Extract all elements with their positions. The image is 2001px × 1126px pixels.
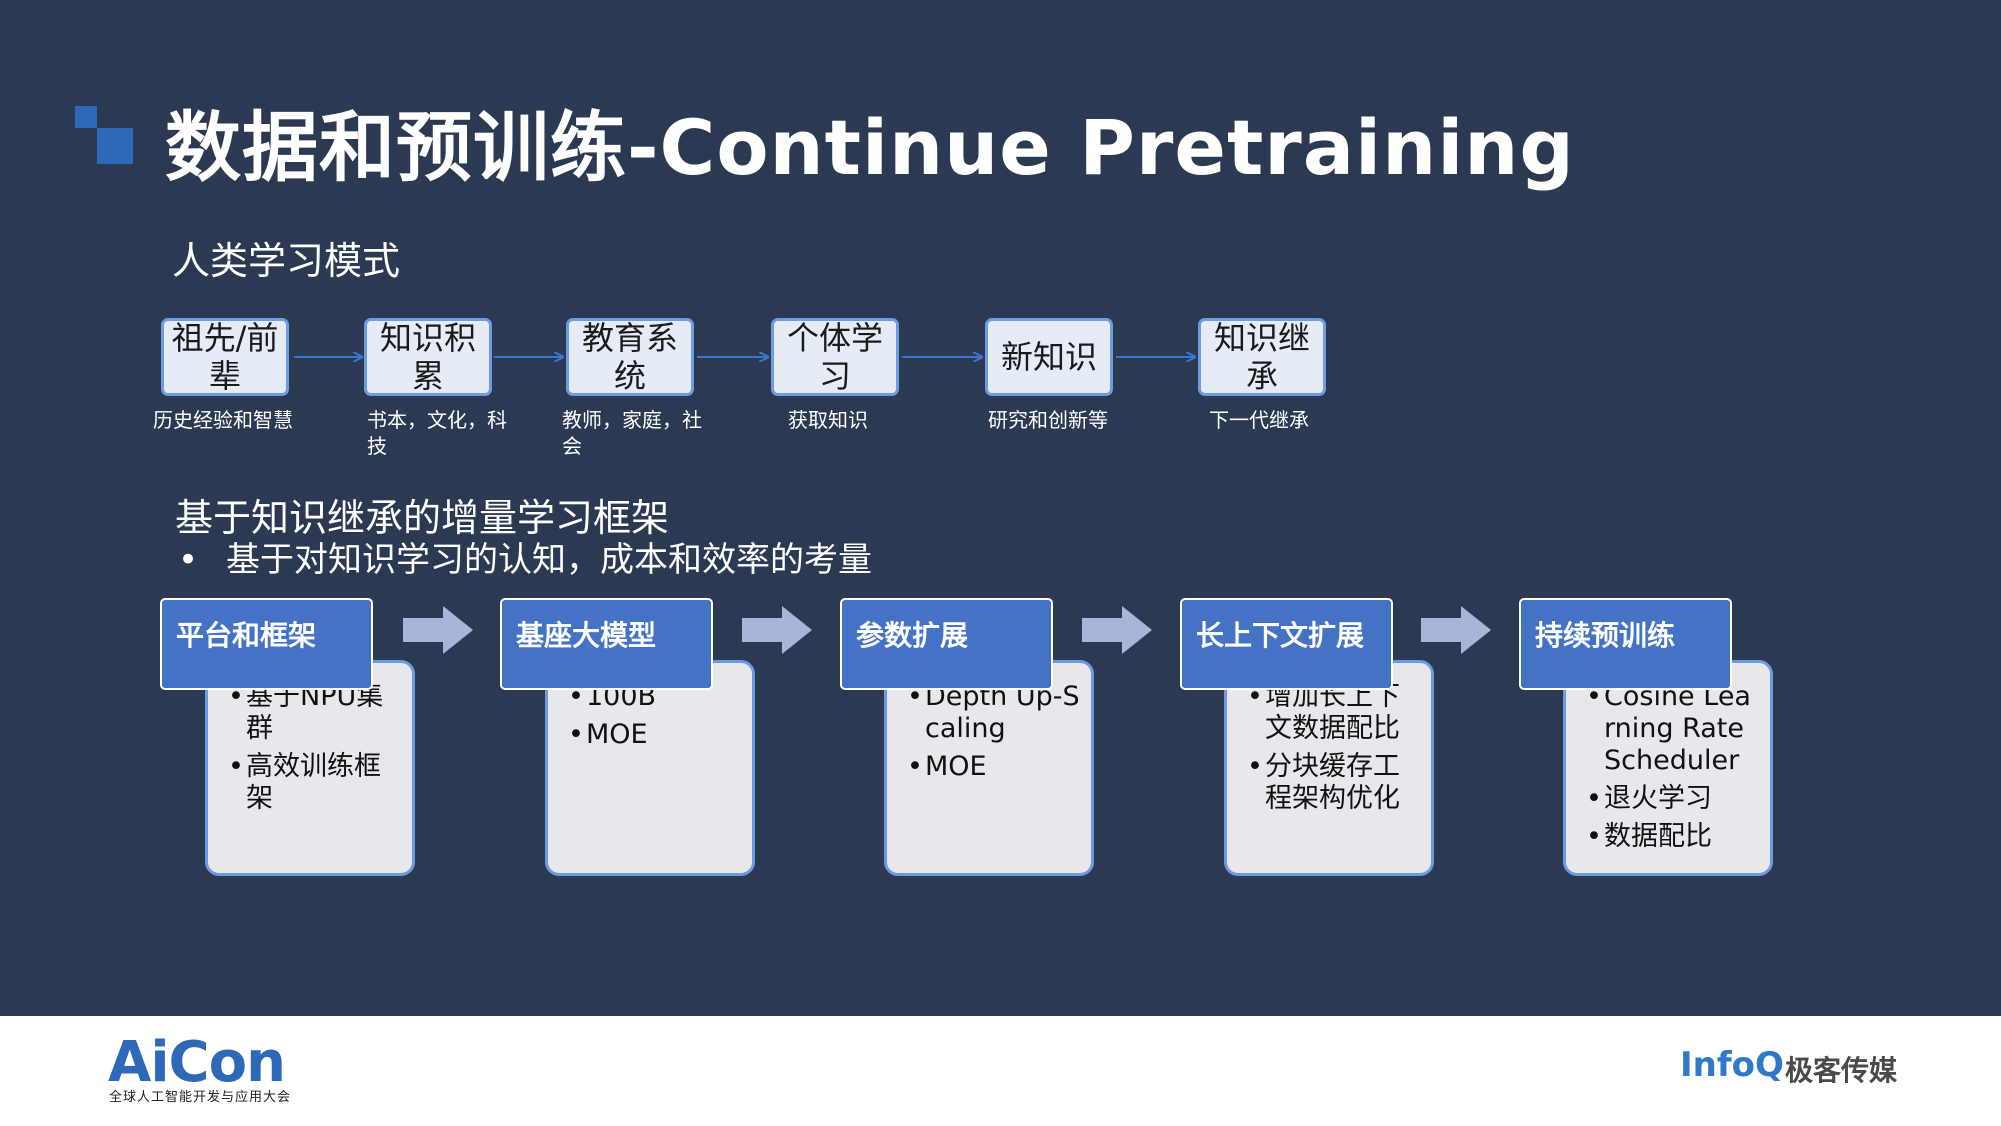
block-arrow-right-icon <box>742 606 812 654</box>
list-item: •基于NPU集群 <box>228 681 384 744</box>
block-arrow-right-icon <box>1421 606 1491 654</box>
flow-node-knowledge-accumulation: 知识积累 <box>364 318 492 396</box>
section-bullet: • 基于对知识学习的认知，成本和效率的考量 <box>178 532 872 581</box>
list-item: •Depth Up-Scaling <box>907 681 1080 744</box>
list-item: •Cosine Learning Rate Scheduler <box>1586 681 1751 776</box>
flow-node-individual-learning: 个体学习 <box>771 318 899 396</box>
flow-caption-knowledge-inheritance: 下一代继承 <box>1209 408 1309 432</box>
list-item: •退火学习 <box>1586 783 1712 814</box>
slide-background: 数据和预训练-Continue Pretraining 人类学习模式 祖先/前辈… <box>0 0 2001 1016</box>
step-header-parameter-expansion: 参数扩展 <box>840 598 1053 690</box>
step-body-continue-pretraining: •Cosine Learning Rate Scheduler •退火学习 •数… <box>1563 660 1773 876</box>
title-square-large <box>97 128 133 164</box>
flow-node-knowledge-inheritance: 知识继承 <box>1198 318 1326 396</box>
section-title-incremental-framework: 基于知识继承的增量学习框架 <box>175 496 670 540</box>
flow-caption-individual-learning: 获取知识 <box>788 408 868 432</box>
aicon-subtitle: 全球人工智能开发与应用大会 <box>109 1090 292 1105</box>
bullet-text: 基于对知识学习的认知，成本和效率的考量 <box>226 540 872 580</box>
list-item: •数据配比 <box>1586 821 1712 852</box>
flow-caption-new-knowledge: 研究和创新等 <box>988 408 1108 432</box>
slide-title: 数据和预训练-Continue Pretraining <box>165 103 1575 192</box>
step-header-continue-pretraining: 持续预训练 <box>1519 598 1732 690</box>
geek-media-logo: 极客传媒 <box>1785 1054 1898 1087</box>
block-arrow-right-icon <box>403 606 473 654</box>
flow-node-education-system: 教育系统 <box>566 318 694 396</box>
list-item: •分块缓存工程架构优化 <box>1247 751 1400 814</box>
flow-node-new-knowledge: 新知识 <box>985 318 1113 396</box>
step-header-platform: 平台和框架 <box>160 598 373 690</box>
list-item: •MOE <box>568 719 648 750</box>
bullet-dot: • <box>178 540 199 580</box>
footer <box>0 1016 2001 1126</box>
step-header-base-model: 基座大模型 <box>500 598 713 690</box>
flow-node-ancestors: 祖先/前辈 <box>161 318 289 396</box>
step-body-long-context: •增加长上下文数据配比 •分块缓存工程架构优化 <box>1224 660 1434 876</box>
step-body-platform: •基于NPU集群 •高效训练框架 <box>205 660 415 876</box>
aicon-logo: AiCon <box>108 1030 286 1095</box>
flow-connectors <box>294 0 2001 1016</box>
flow-caption-ancestors: 历史经验和智慧 <box>153 408 293 432</box>
infoq-logo: InfoQ <box>1680 1045 1784 1085</box>
flow-caption-knowledge-accumulation: 书本，文化，科技 <box>367 408 507 458</box>
list-item: •增加长上下文数据配比 <box>1247 681 1400 744</box>
flow-caption-education-system: 教师，家庭，社会 <box>562 408 702 458</box>
step-body-parameter-expansion: •Depth Up-Scaling •MOE <box>884 660 1094 876</box>
title-square-small <box>75 106 97 128</box>
section-title-human-learning: 人类学习模式 <box>172 239 401 283</box>
list-item: •高效训练框架 <box>228 751 381 814</box>
step-body-base-model: •100B •MOE <box>545 660 755 876</box>
step-header-long-context: 长上下文扩展 <box>1180 598 1393 690</box>
list-item: •MOE <box>907 751 987 782</box>
block-arrow-right-icon <box>1082 606 1152 654</box>
